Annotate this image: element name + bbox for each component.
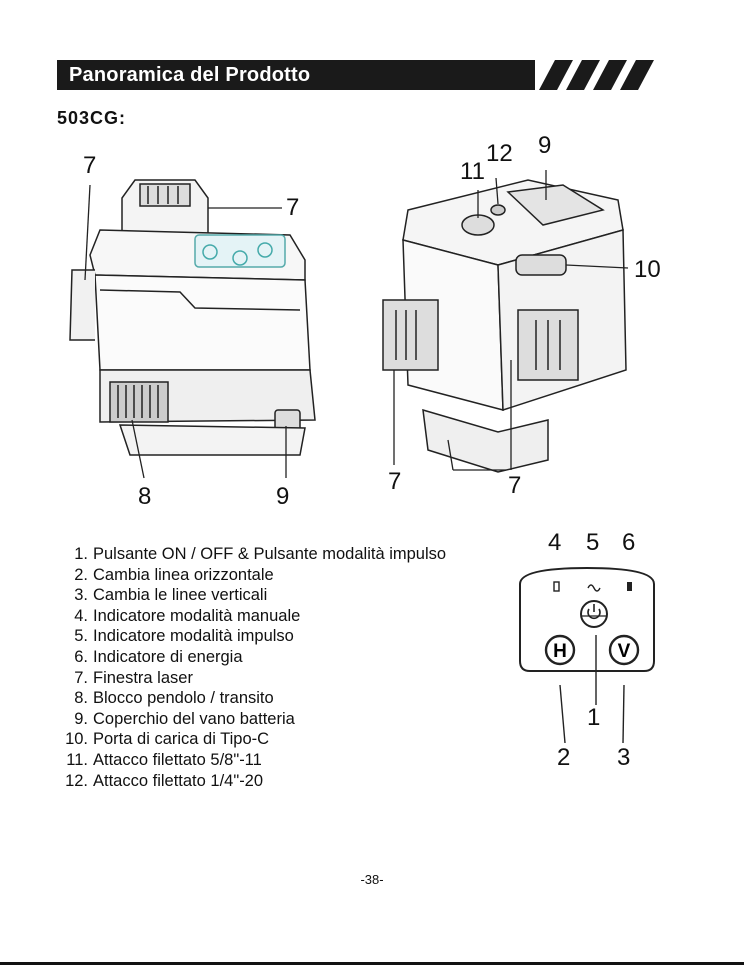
pulse-mode-indicator-icon (587, 584, 601, 592)
callout-power-indicator: 6 (622, 529, 636, 556)
feature-label: Indicatore modalità impulso (93, 627, 294, 646)
list-item: 2.Cambia linea orizzontale (74, 565, 274, 584)
feature-label: Coperchio del vano batteria (93, 709, 295, 728)
callout-manual-indicator: 4 (548, 529, 562, 556)
list-item: 1.Pulsante ON / OFF & Pulsante modalità … (74, 545, 447, 563)
callout-battery-cover-rear: 9 (538, 132, 552, 159)
callout-laser-window-right: 7 (508, 472, 522, 499)
svg-text:V: V (618, 641, 631, 662)
callout-power-button: 1 (587, 704, 601, 731)
list-item: 12.Attacco filettato 1/4"-20 (65, 771, 264, 790)
banner-bar (57, 60, 535, 90)
list-item: 11.Attacco filettato 5/8"-11 (66, 750, 262, 769)
feature-label: Cambia linea orizzontale (93, 565, 274, 584)
callout-usb-c-port: 10 (634, 256, 661, 283)
feature-label: Porta di carica di Tipo-C (93, 730, 270, 749)
callout-vertical-button: 3 (617, 744, 631, 771)
callout-pulse-indicator: 5 (586, 529, 600, 556)
section-title: Panoramica del Prodotto (69, 64, 311, 86)
feature-label: Finestra laser (93, 668, 193, 687)
feature-label: Indicatore di energia (93, 647, 243, 666)
feature-label: Attacco filettato 1/4"-20 (93, 771, 264, 790)
callout-laser-window-side: 7 (83, 152, 97, 179)
feature-label: Cambia le linee verticali (93, 586, 268, 605)
power-pulse-button-icon (580, 600, 608, 628)
manual-mode-indicator-icon (553, 581, 560, 592)
list-item: 9.Coperchio del vano batteria (74, 709, 295, 728)
list-item: 6.Indicatore di energia (74, 647, 243, 666)
svg-text:H: H (553, 641, 567, 662)
bottom-rule (0, 962, 744, 965)
list-item: 3.Cambia le linee verticali (74, 586, 268, 605)
callout-battery-cover: 9 (276, 483, 290, 510)
vertical-button-icon (608, 634, 640, 666)
callout-horizontal-button: 2 (557, 744, 571, 771)
power-indicator-icon (627, 582, 632, 591)
banner-stripe (620, 60, 654, 90)
list-item: 7.Finestra laser (74, 668, 193, 687)
list-item: 5.Indicatore modalità impulso (74, 627, 294, 646)
feature-label: Indicatore modalità manuale (93, 606, 301, 625)
list-item: 8.Blocco pendolo / transito (74, 689, 274, 708)
feature-label: Pulsante ON / OFF & Pulsante modalità im… (93, 545, 447, 563)
list-item: 4.Indicatore modalità manuale (74, 606, 301, 625)
control-panel-leader-lines (559, 635, 625, 744)
callout-laser-window-left: 7 (388, 468, 402, 495)
callout-thread-5-8: 11 (460, 158, 485, 185)
feature-label: Attacco filettato 5/8"-11 (93, 750, 262, 769)
control-panel-illustration: H V (519, 566, 655, 672)
feature-list: 1.Pulsante ON / OFF & Pulsante modalità … (58, 544, 446, 791)
model-name: 503CG: (57, 108, 127, 128)
laser-level-rear-illustration (382, 170, 629, 473)
laser-level-front-illustration (69, 179, 316, 479)
list-item: 10.Porta di carica di Tipo-C (65, 730, 270, 749)
feature-label: Blocco pendolo / transito (93, 689, 274, 708)
callout-pendulum-lock: 8 (138, 483, 152, 510)
callout-thread-1-4: 12 (486, 140, 513, 167)
page-number: -38- (360, 872, 384, 887)
section-banner: Panoramica del Prodotto (57, 60, 657, 90)
callout-laser-window-top: 7 (286, 194, 300, 221)
horizontal-button-icon (544, 634, 576, 666)
